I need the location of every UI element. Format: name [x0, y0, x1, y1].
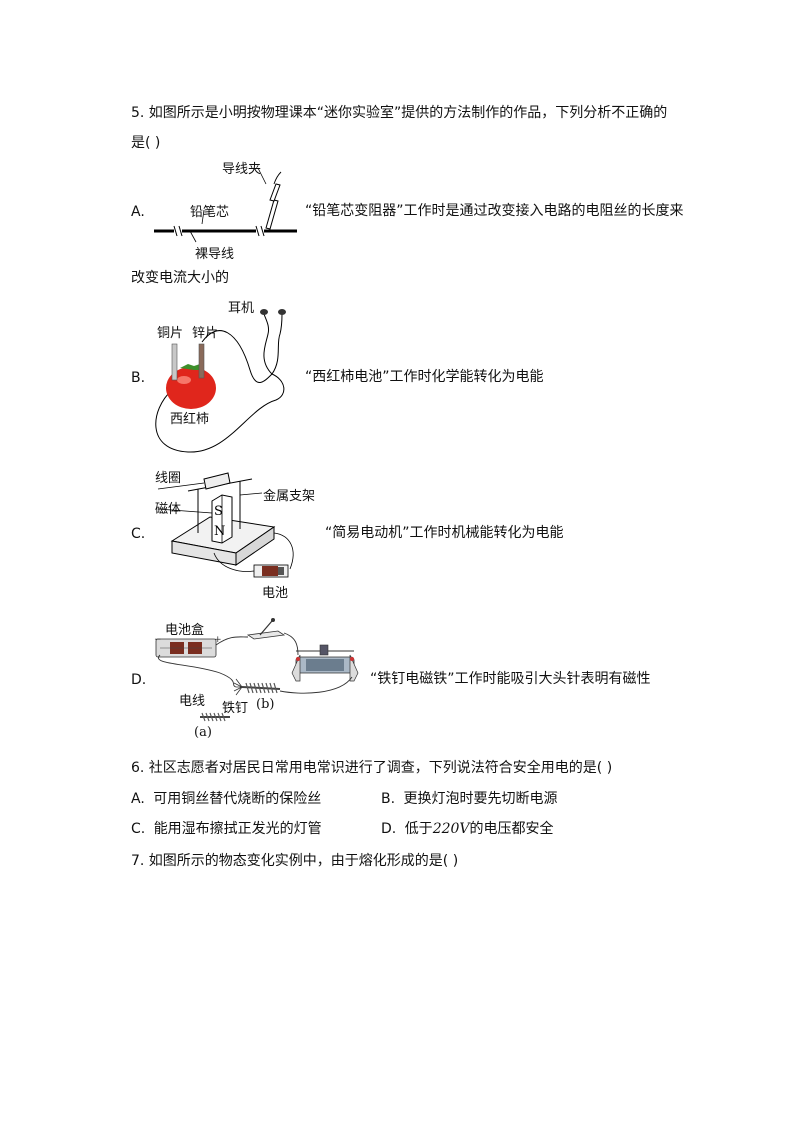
q6-option-b-text: 更换灯泡时要先切断电源: [403, 791, 558, 807]
q5-stem-line2: 是( ): [131, 135, 161, 151]
q6-option-d-voltage: 220V: [432, 821, 470, 837]
pencil-lead-label: 铅笔芯: [190, 205, 230, 220]
q5-option-d-mark: D.: [131, 672, 147, 688]
q6-option-c-text: 能用湿布擦拭正发光的灯管: [153, 821, 322, 837]
pencil-rheostat-diagram: [154, 167, 297, 243]
q6-option-d-mark: D.: [381, 821, 397, 837]
q5-option-c-text: “简易电动机”工作时机械能转化为电能: [325, 525, 564, 541]
simple-motor-diagram: S N: [157, 472, 294, 578]
battery-box-label: 电池盒: [165, 623, 205, 638]
q7-stem: 7. 如图所示的物态变化实例中，由于熔化形成的是( ): [131, 853, 459, 869]
wire-label: 电线: [179, 694, 206, 709]
bracket-label: 金属支架: [263, 489, 316, 504]
clip-label: 导线夹: [222, 162, 262, 177]
q6-option-b: B. 更换灯泡时要先切断电源: [381, 789, 558, 809]
q5-stem-line1: 5. 如图所示是小明按物理课本“迷你实验室”提供的方法制作的作品，下列分析不正确…: [131, 105, 668, 121]
battery-label: 电池: [262, 586, 289, 601]
q6-option-d-text-post: 的电压都安全: [469, 821, 554, 837]
nail-electromagnet-diagram: − +: [154, 618, 359, 722]
q6-option-b-mark: B.: [381, 791, 396, 807]
bare-wire-label: 裸导线: [195, 247, 235, 262]
magnet-s-pole: S: [214, 504, 223, 519]
q5-option-a-mark: A.: [131, 204, 145, 220]
q6-option-a-mark: A.: [131, 791, 145, 807]
coil-label: 线圈: [155, 471, 182, 486]
q5-option-d-text: “铁钉电磁铁”工作时能吸引大头针表明有磁性: [370, 671, 651, 687]
q5-option-b-mark: B.: [131, 370, 146, 386]
q6-option-a: A. 可用铜丝替代烧断的保险丝: [131, 789, 321, 809]
q5-option-a-text-line2: 改变电流大小的: [131, 270, 229, 286]
tomato-label: 西红柿: [170, 412, 210, 427]
tomato-battery-diagram: [155, 309, 286, 453]
q6-stem: 6. 社区志愿者对居民日常用电常识进行了调查，下列说法符合安全用电的是( ): [131, 760, 613, 776]
zinc-label: 锌片: [192, 326, 219, 341]
magnet-n-pole: N: [214, 524, 225, 539]
earphone-label: 耳机: [228, 301, 255, 316]
figure-a-label: (a): [194, 725, 212, 740]
q6-option-c-mark: C.: [131, 821, 146, 837]
q6-option-d-text-pre: 低于: [404, 821, 433, 837]
q5-option-a-text-line1: “铅笔芯变阻器”工作时是通过改变接入电路的电阻丝的长度来: [305, 203, 684, 219]
figure-b-label: (b): [256, 697, 275, 712]
q6-option-a-text: 可用铜丝替代烧断的保险丝: [153, 791, 322, 807]
svg-text:−: −: [154, 635, 162, 645]
svg-text:+: +: [214, 635, 222, 645]
q6-option-d: D. 低于220V的电压都安全: [381, 819, 554, 839]
nail-label: 铁钉: [222, 701, 249, 716]
q5-option-c-mark: C.: [131, 526, 146, 542]
q5-option-b-text: “西红柿电池”工作时化学能转化为电能: [305, 369, 544, 385]
q6-option-c: C. 能用湿布擦拭正发光的灯管: [131, 819, 322, 839]
copper-label: 铜片: [157, 326, 184, 341]
